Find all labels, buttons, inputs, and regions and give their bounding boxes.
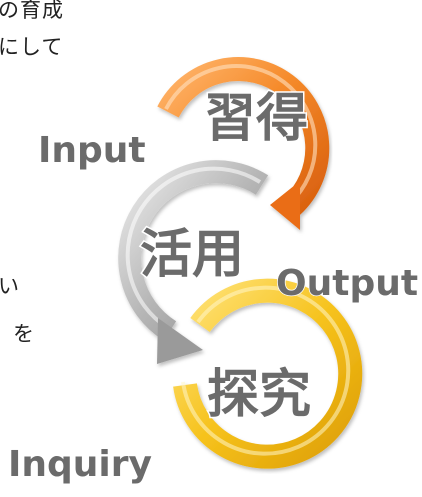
output-ring: [118, 160, 269, 364]
body-text-fragment-3: い: [0, 274, 20, 298]
inquiry-ring: [173, 278, 363, 469]
body-text-fragment-1: の育成: [0, 0, 64, 22]
orange-arrowhead: [270, 181, 300, 230]
body-text-fragment-4: を: [13, 322, 35, 346]
gray-arrowhead: [157, 318, 203, 364]
stage-label-shutoku: 習得: [204, 89, 308, 149]
stage-label-inquiry: Inquiry: [8, 444, 152, 485]
stage-label-tankyuu: 探究: [207, 365, 311, 425]
body-text-fragment-2: にして: [0, 35, 64, 59]
stage-label-input: Input: [38, 130, 146, 171]
stage-label-katsuyou: 活用: [140, 225, 244, 285]
input-ring: [157, 57, 330, 230]
stage-label-output: Output: [276, 263, 418, 304]
